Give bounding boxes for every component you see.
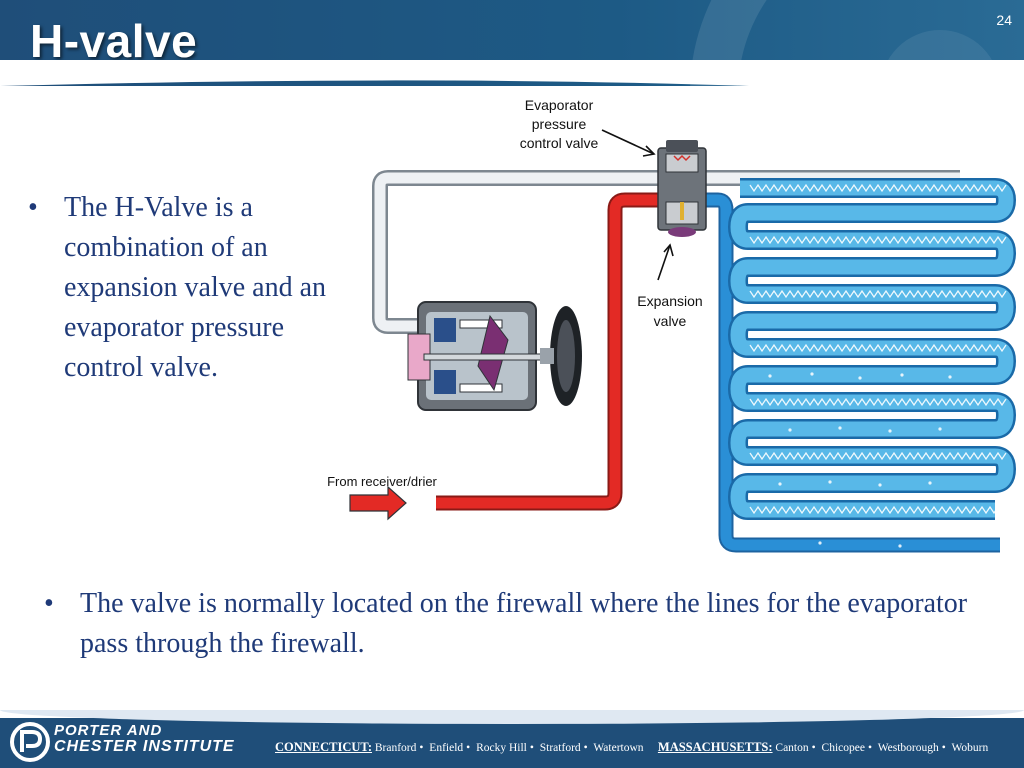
town: Watertown <box>593 742 644 754</box>
bullet-text: The H-Valve is a combination of an expan… <box>64 192 327 383</box>
town: Woburn <box>951 742 989 754</box>
slide-title: H-valve <box>30 15 198 67</box>
logo-text-line1: PORTER AND <box>54 722 163 739</box>
bullet-text: The valve is normally located on the fir… <box>80 588 968 659</box>
bullet-marker: • <box>44 588 54 619</box>
town: Chicopee <box>821 742 865 754</box>
receiver-flow-arrow <box>349 485 407 521</box>
evaporator-coil <box>728 178 1016 548</box>
town: Stratford <box>539 742 581 754</box>
h-valve-body <box>657 140 707 237</box>
separator: • <box>419 742 424 754</box>
bullet-marker: • <box>28 192 38 223</box>
expansion-label-line2: valve <box>654 313 687 329</box>
bullet-item: • The H-Valve is a combination of an exp… <box>28 188 358 388</box>
header-curve <box>0 60 1024 100</box>
town: Enfield <box>429 742 464 754</box>
compressor <box>407 301 582 411</box>
slide-number: 24 <box>996 12 1012 28</box>
expansion-pointer-arrow <box>657 244 671 281</box>
town: Canton <box>775 742 809 754</box>
state-massachusetts: MASSACHUSETTS: <box>657 740 773 754</box>
campus-locations: CONNECTICUT: Branford• Enfield• Rocky Hi… <box>275 740 1015 755</box>
separator: • <box>466 742 471 754</box>
town: Westborough <box>877 742 939 754</box>
town: Rocky Hill <box>476 742 527 754</box>
separator: • <box>583 742 588 754</box>
separator: • <box>811 742 816 754</box>
separator: • <box>529 742 534 754</box>
state-connecticut: CONNECTICUT: <box>275 740 372 754</box>
evap-pointer-arrow <box>601 129 655 155</box>
footer: PORTER AND CHESTER INSTITUTE CONNECTICUT… <box>0 700 1024 768</box>
footer-bar <box>0 718 1024 768</box>
separator: • <box>941 742 946 754</box>
town: Branford <box>374 742 417 754</box>
evap-label-line2: pressure <box>532 116 587 132</box>
evap-label-line1: Evaporator <box>525 97 594 113</box>
porter-chester-logo-icon <box>10 722 50 762</box>
h-valve-diagram: Evaporator pressure control valve Expans… <box>327 97 1016 553</box>
bullet-item: • The valve is normally located on the f… <box>44 584 984 664</box>
footer-accent <box>0 710 1024 724</box>
evap-label-line3: control valve <box>520 135 599 151</box>
expansion-label-line1: Expansion <box>637 293 702 309</box>
receiver-label: From receiver/drier <box>327 474 437 489</box>
logo-text-line2: CHESTER INSTITUTE <box>54 738 235 755</box>
separator: • <box>867 742 873 754</box>
